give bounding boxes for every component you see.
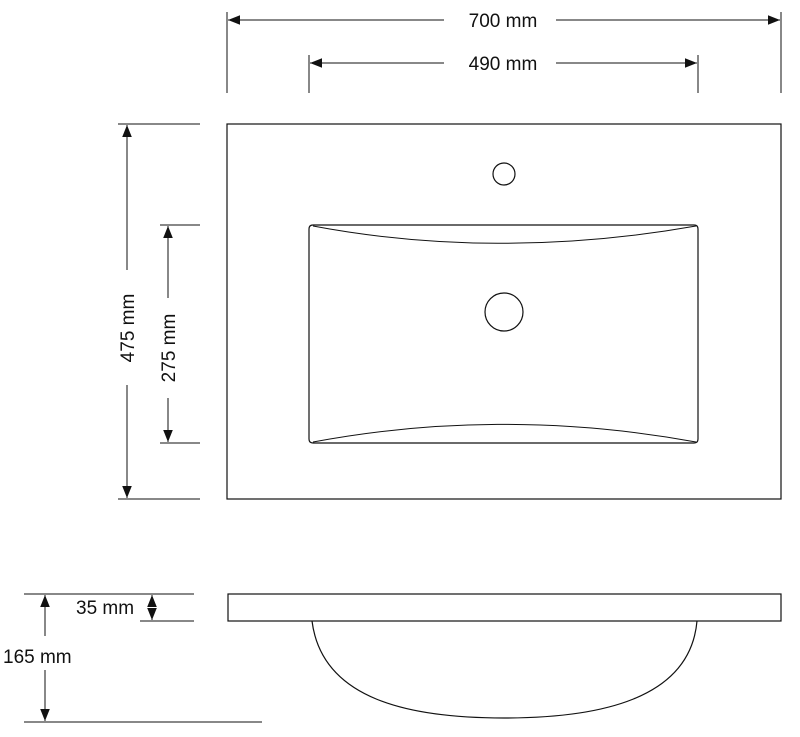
countertop-side-profile — [227, 593, 782, 622]
total-height-dimension: 165 mm — [3, 595, 262, 723]
drain-hole — [484, 292, 524, 332]
side-view — [227, 593, 782, 719]
overall-depth-dimension: 475 mm — [118, 123, 200, 500]
basin-front-curve — [312, 423, 697, 443]
overall-depth-label: 475 mm — [118, 294, 139, 363]
basin-width-label: 490 mm — [469, 54, 538, 75]
top-view — [226, 123, 782, 500]
bowl-profile — [311, 620, 698, 719]
basin-outline — [308, 224, 699, 444]
top-thickness-label: 35 mm — [76, 598, 134, 619]
basin-back-curve — [312, 225, 697, 244]
top-thickness-dimension: 35 mm — [24, 593, 194, 622]
basin-depth-label: 275 mm — [159, 314, 180, 383]
countertop-outline — [226, 123, 782, 500]
overall-width-dimension: 700 mm — [226, 11, 782, 93]
total-height-label: 165 mm — [3, 647, 72, 668]
tap-hole — [492, 162, 516, 186]
basin-width-dimension: 490 mm — [308, 54, 699, 93]
basin-depth-dimension: 275 mm — [159, 224, 200, 444]
overall-width-label: 700 mm — [469, 11, 538, 32]
